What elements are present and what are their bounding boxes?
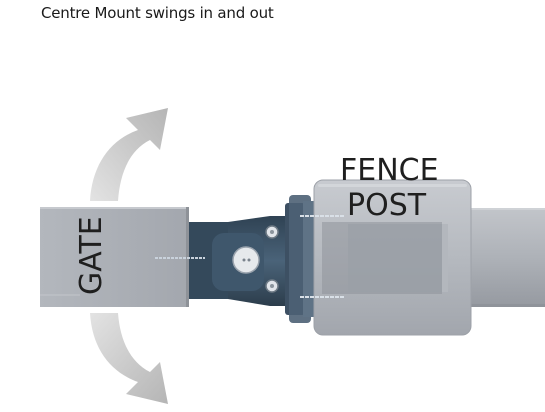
fence-post-label-line1: FENCE (340, 153, 439, 188)
gate-rail (40, 207, 189, 307)
gate-label: GATE (74, 216, 109, 295)
diagram-caption: Centre Mount swings in and out (41, 4, 274, 22)
fence-post-label-line2: POST (347, 188, 427, 223)
swing-in-arrow-icon (90, 313, 168, 404)
fence-post (300, 179, 472, 336)
post-clamp-plate (285, 195, 315, 323)
mount-bracket (155, 216, 295, 306)
swing-out-arrow-icon (90, 108, 168, 201)
